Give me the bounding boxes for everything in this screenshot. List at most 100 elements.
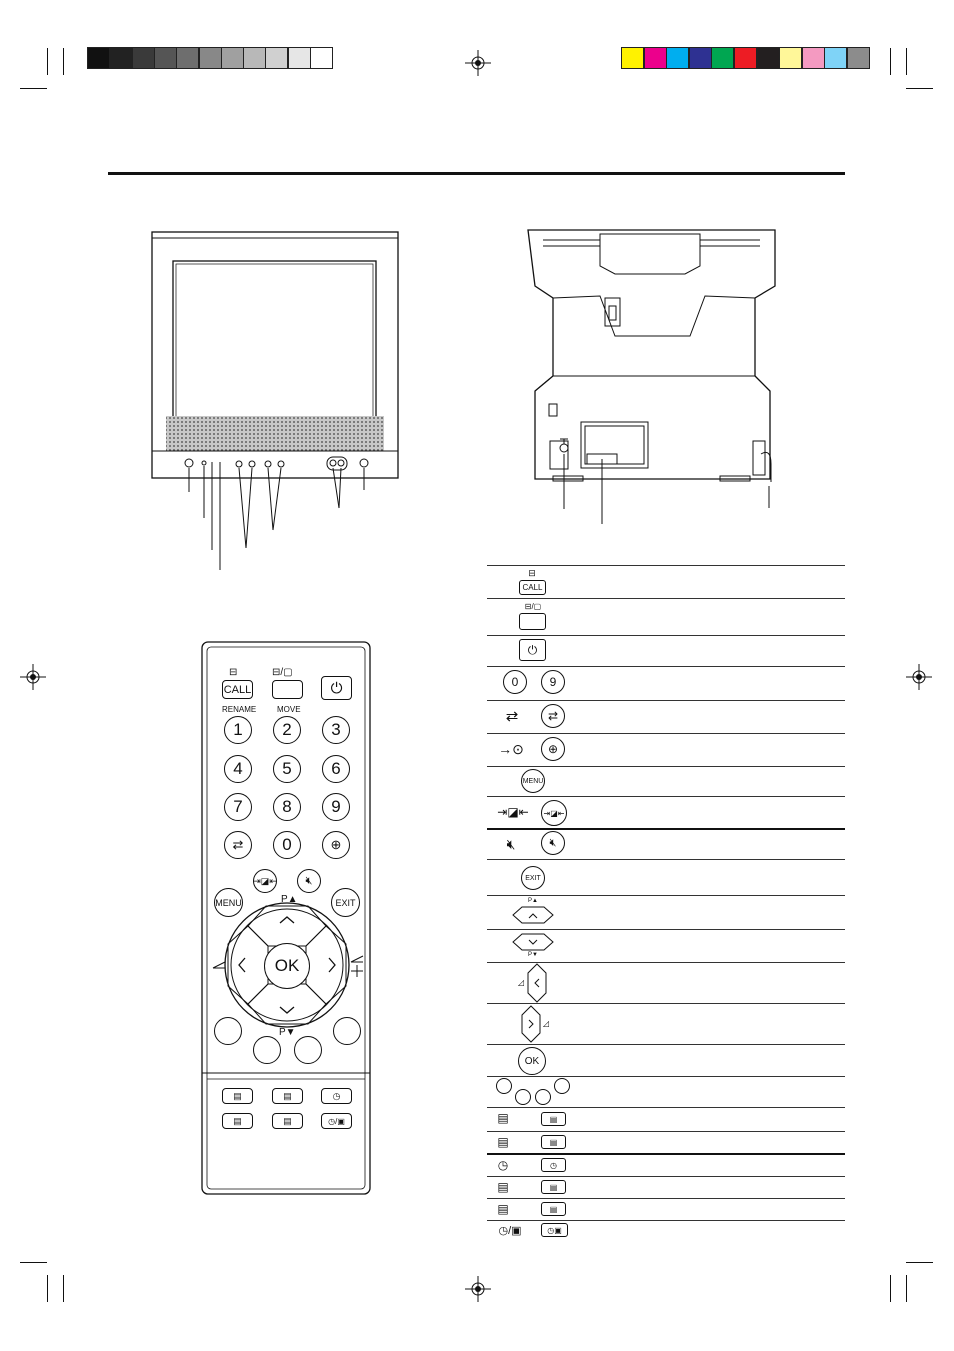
mute-button[interactable]: 🔇︎ — [297, 869, 321, 893]
call-button[interactable]: CALL — [222, 680, 253, 699]
table-row-divider — [487, 766, 845, 767]
picture-size-key-icon: ⇥◪⇤ — [541, 800, 567, 826]
gray-swatch — [198, 47, 222, 69]
digit-button-1[interactable]: 1 — [224, 716, 252, 744]
picture-size-icon: ⇥◪⇤ — [253, 875, 277, 886]
table-row-divider — [487, 1131, 845, 1132]
input-key-icon: ⊕ — [541, 737, 565, 761]
digit-button-2[interactable]: 2 — [273, 716, 301, 744]
color-swatch — [779, 47, 803, 69]
call-key-icon: CALL — [519, 580, 546, 595]
text-sub-button[interactable]: ◷/▣ — [321, 1113, 352, 1129]
program-down-label: P▼ — [279, 1027, 296, 1038]
yellow-button[interactable] — [294, 1036, 322, 1064]
blue-button[interactable] — [333, 1017, 361, 1045]
table-row-divider — [487, 635, 845, 636]
move-label: MOVE — [277, 705, 301, 714]
input-icon: →⊙ — [498, 740, 524, 757]
table-row-divider — [487, 962, 845, 963]
digit-button-3[interactable]: 3 — [322, 716, 350, 744]
tv-text-key-icon — [519, 613, 546, 630]
table-row-divider — [487, 1107, 845, 1108]
picture-size-button[interactable]: ⇥◪⇤ — [253, 869, 277, 893]
mute-icon: 🔇︎ — [305, 874, 313, 887]
digit-button-8[interactable]: 8 — [273, 793, 301, 821]
color-swatch — [711, 47, 735, 69]
tv-rear-illustration — [527, 229, 776, 524]
table-row-divider — [487, 700, 845, 701]
digit-button-7[interactable]: 7 — [224, 793, 252, 821]
digit-button-0[interactable]: 0 — [273, 831, 301, 859]
green-button[interactable] — [253, 1036, 281, 1064]
gray-swatch — [109, 47, 133, 69]
program-down-label: P▼ — [528, 952, 538, 958]
red-button[interactable] — [214, 1017, 242, 1045]
index-icon: ▤ — [233, 1090, 242, 1101]
reveal-icon: ▤ — [233, 1115, 242, 1126]
table-row-divider — [487, 1153, 845, 1155]
recall-button[interactable]: ⇄ — [224, 831, 252, 859]
table-row-divider — [487, 1076, 845, 1077]
ok-button[interactable]: OK — [264, 943, 310, 989]
nav-right-button[interactable] — [309, 944, 347, 986]
gray-swatch — [287, 47, 311, 69]
size-icon: ▤ — [283, 1115, 292, 1126]
recall-key-icon: ⇄ — [541, 704, 565, 728]
text-time-button[interactable]: ◷ — [321, 1088, 352, 1104]
hold-icon: ▤ — [283, 1090, 292, 1101]
text-index-button[interactable]: ▤ — [222, 1088, 253, 1104]
digit-button-5[interactable]: 5 — [273, 755, 301, 783]
text-hold-button[interactable]: ▤ — [272, 1088, 303, 1104]
registration-mark-icon — [906, 664, 932, 690]
table-row-divider — [487, 895, 845, 896]
hold-icon: ▤ — [497, 1135, 509, 1149]
volume-down-icon: ◿ — [517, 977, 525, 987]
exit-button[interactable]: EXIT — [331, 888, 360, 917]
gray-swatch — [310, 47, 333, 69]
color-swatch — [666, 47, 690, 69]
size-key-icon: ▤ — [541, 1202, 566, 1216]
menu-button[interactable]: MENU — [214, 888, 243, 917]
table-row-divider — [487, 565, 845, 566]
text-mode-button[interactable] — [272, 680, 303, 699]
recall-icon: ⇄ — [505, 708, 519, 725]
text-size-button[interactable]: ▤ — [272, 1113, 303, 1129]
tv-text-icon: ⊟/▢ — [272, 667, 293, 678]
text-reveal-button[interactable]: ▤ — [222, 1113, 253, 1129]
menu-key-icon: MENU — [521, 769, 545, 793]
rename-label: RENAME — [222, 705, 257, 714]
volume-up-icon: ◿ — [542, 1018, 550, 1028]
digit-button-6[interactable]: 6 — [322, 755, 350, 783]
table-row-divider — [487, 1220, 845, 1221]
color-swatch — [756, 47, 780, 69]
gray-swatch — [243, 47, 267, 69]
ok-key-icon: OK — [518, 1047, 546, 1075]
color-swatch — [824, 47, 848, 69]
clock-icon: ◷ — [497, 1158, 509, 1172]
color-swatch — [688, 47, 712, 69]
table-row-divider — [487, 859, 845, 860]
nav-up-button[interactable] — [249, 908, 325, 946]
recall-icon: ⇄ — [232, 837, 244, 852]
digit-button-9[interactable]: 9 — [322, 793, 350, 821]
clock-icon: ◷ — [332, 1090, 341, 1101]
exit-key-icon: EXIT — [521, 866, 545, 890]
table-row-divider — [487, 1003, 845, 1004]
text-icon: ⊟ — [229, 667, 238, 678]
blue-key-icon — [554, 1078, 570, 1094]
input-icon: ⊕ — [330, 837, 342, 852]
table-row-divider — [487, 733, 845, 734]
picture-size-icon: ⇥◪⇤ — [497, 805, 529, 819]
yellow-key-icon — [535, 1089, 551, 1105]
nav-up-key-icon — [512, 906, 554, 924]
table-row-divider — [487, 1044, 845, 1045]
nav-left-key-icon — [527, 963, 547, 1003]
digit-button-4[interactable]: 4 — [224, 755, 252, 783]
gray-swatch — [87, 47, 110, 69]
nav-left-button[interactable] — [229, 944, 267, 986]
index-icon: ▤ — [497, 1111, 509, 1125]
input-select-button[interactable]: ⊕ — [322, 831, 350, 859]
gray-swatch — [265, 47, 289, 69]
power-button[interactable]: ⏻ — [321, 676, 352, 700]
nav-down-button[interactable] — [249, 984, 325, 1022]
